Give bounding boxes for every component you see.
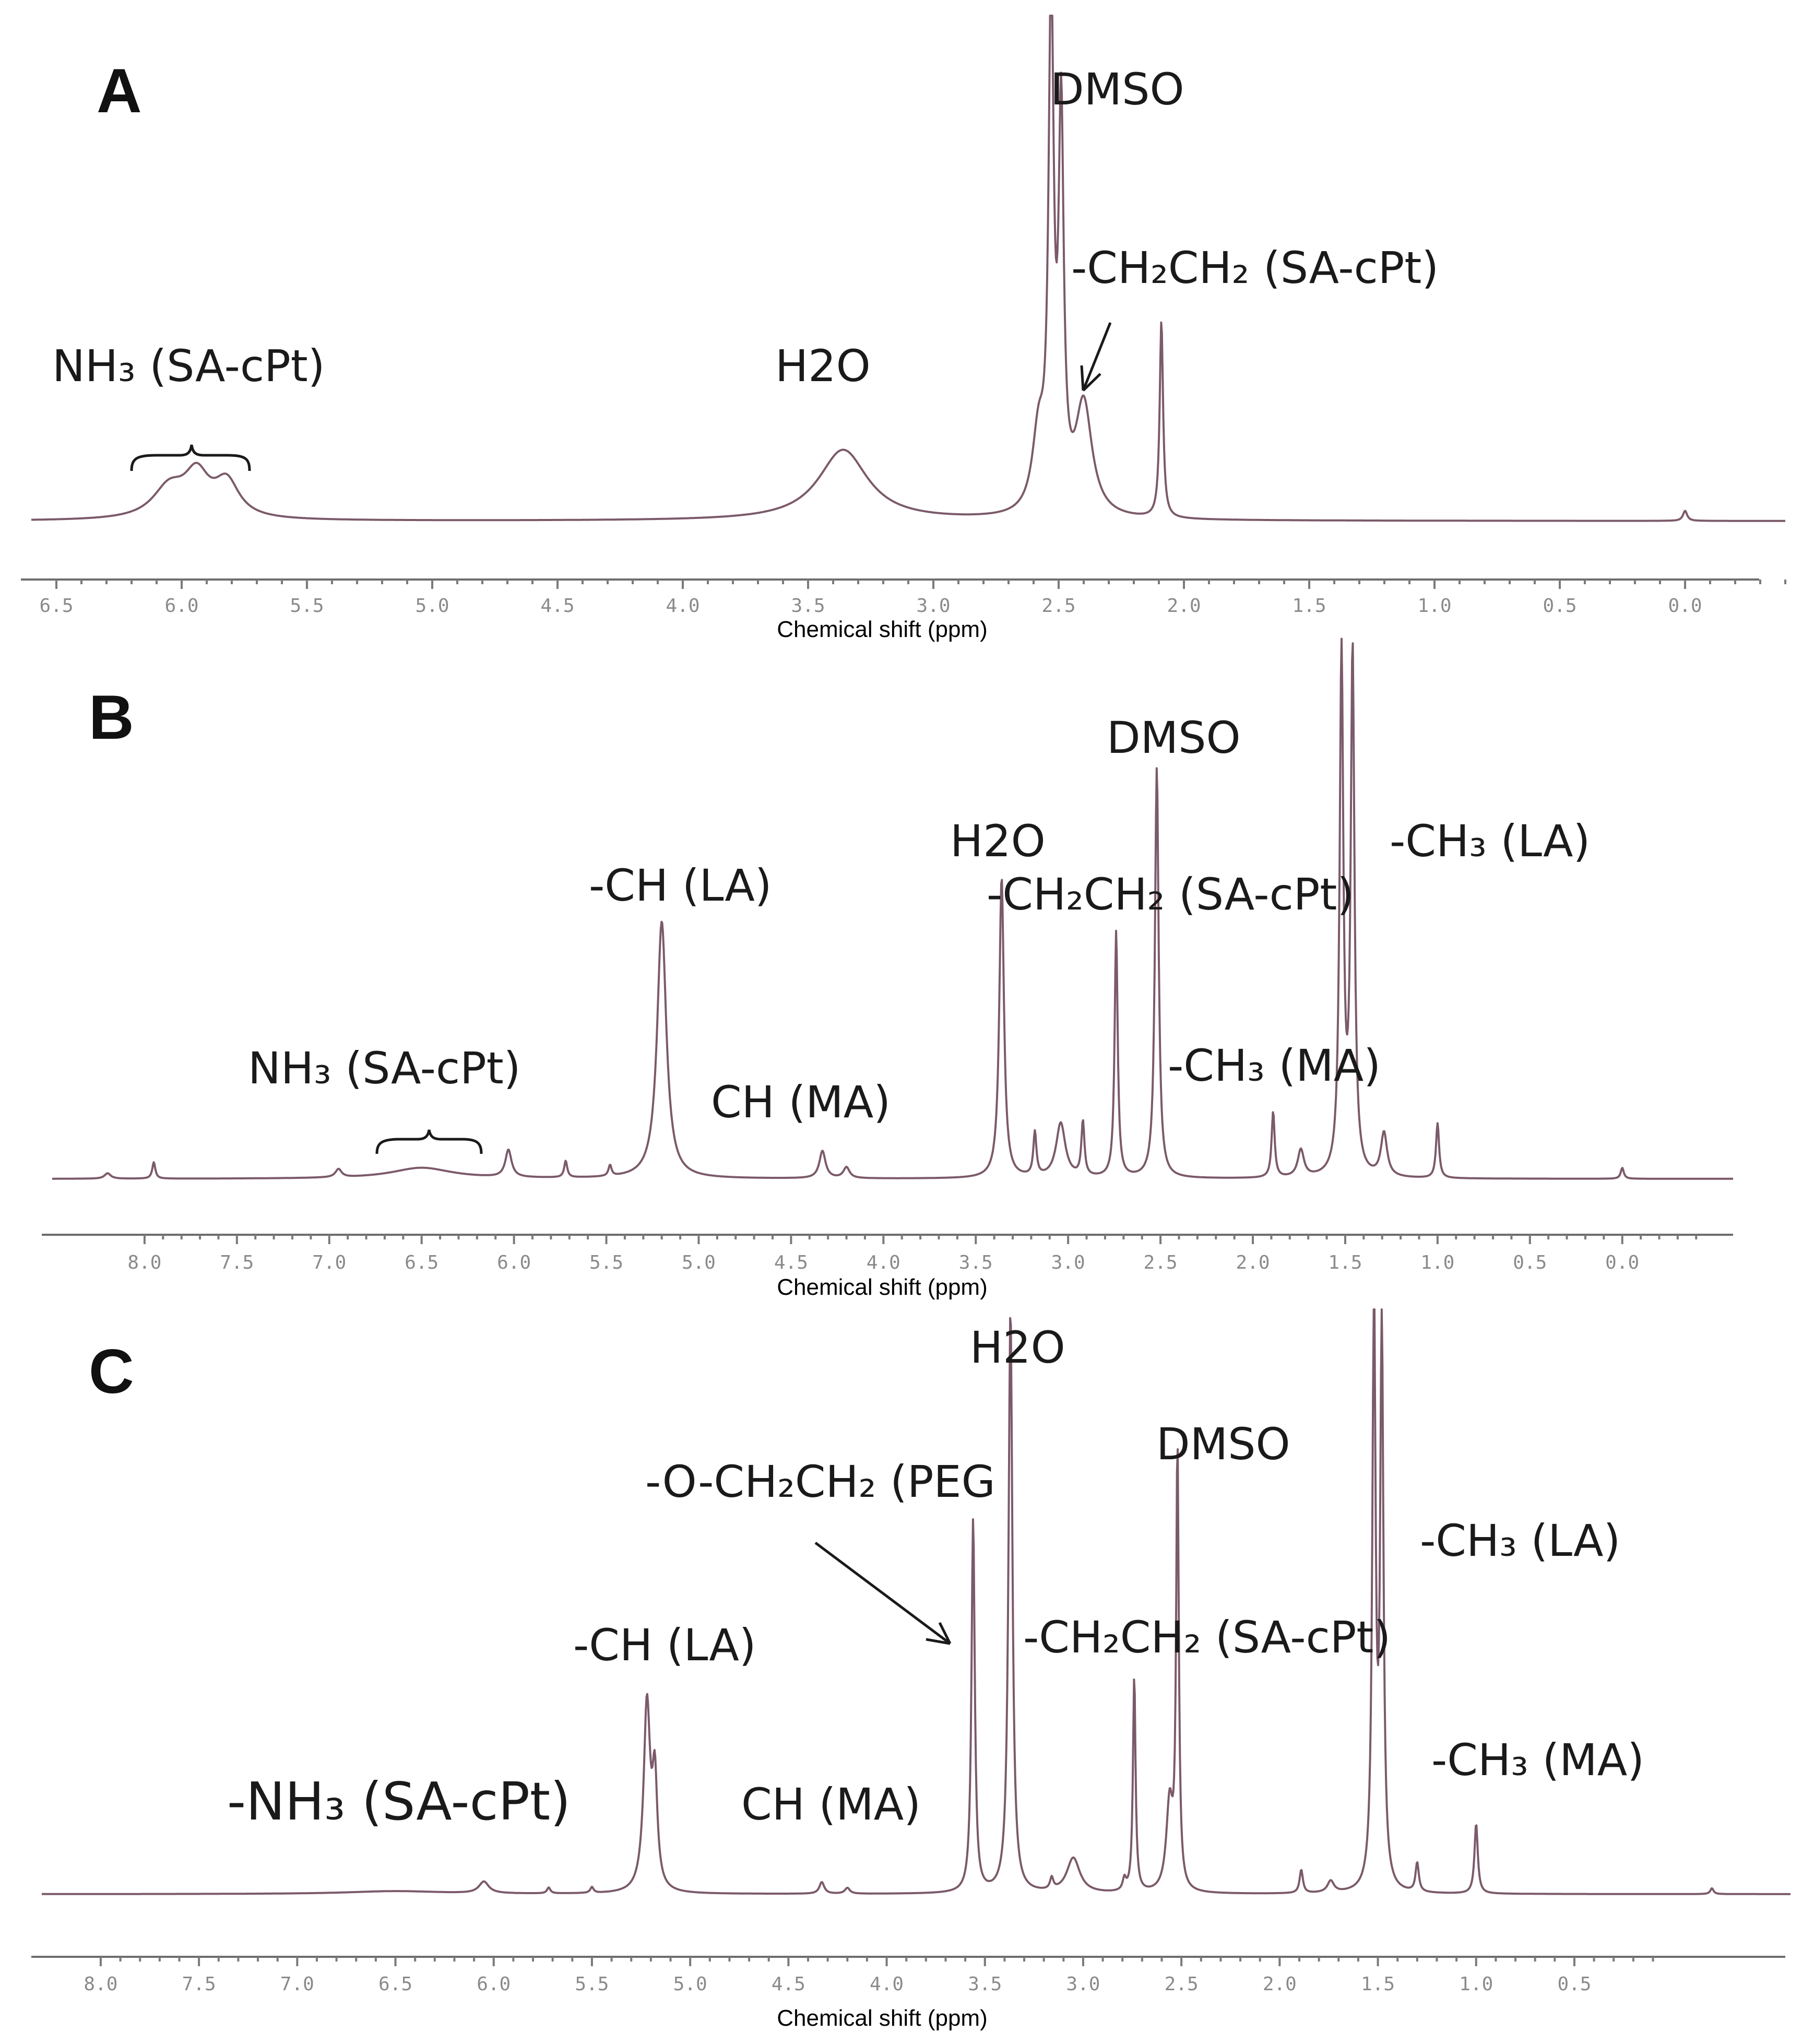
x-tick-label: 6.5 bbox=[39, 595, 73, 617]
x-tick-label: 5.5 bbox=[575, 1974, 609, 1995]
x-tick-label: 6.0 bbox=[477, 1974, 511, 1995]
x-tick-label: 5.5 bbox=[290, 595, 324, 617]
x-tick-label: 0.5 bbox=[1513, 1252, 1547, 1273]
x-tick-label: 4.5 bbox=[772, 1974, 805, 1995]
panel-b-nh3-label: NH₃ (SA-cPt) bbox=[248, 1043, 521, 1094]
x-tick-label: 3.0 bbox=[916, 595, 950, 617]
panel-b-letter: B bbox=[89, 682, 134, 752]
panel-a-x-axis-label: Chemical shift (ppm) bbox=[777, 617, 987, 642]
panel-b-h2o-label: H2O bbox=[950, 816, 1046, 867]
x-tick-label: 1.0 bbox=[1459, 1974, 1493, 1995]
x-tick-label: 0.0 bbox=[1605, 1252, 1639, 1273]
panel-b-ch2ch2-label: -CH₂CH₂ (SA-cPt) bbox=[987, 869, 1354, 920]
panel-b: B 8.0 7.5 7.0 6.5 6.0 5.5 5.0 4.5 4.0 3.5 3.0 2.5 2.… bbox=[42, 637, 1734, 1300]
x-tick-label: 6.5 bbox=[378, 1974, 412, 1995]
x-tick-label: 2.0 bbox=[1263, 1974, 1297, 1995]
panel-c-tick-labels: 8.0 7.5 7.0 6.5 6.0 5.5 5.0 4.5 4.0 3.5 3.0 2.5 2.0 1… bbox=[84, 1974, 1591, 1995]
x-tick-label: 7.5 bbox=[220, 1252, 254, 1273]
x-tick-label: 7.0 bbox=[280, 1974, 314, 1995]
x-tick-label: 1.0 bbox=[1420, 1252, 1454, 1273]
x-tick-label: 3.0 bbox=[1066, 1974, 1100, 1995]
panel-c-letter: C bbox=[89, 1337, 134, 1407]
x-tick-label: 5.0 bbox=[415, 595, 449, 617]
panel-b-dmso-label: DMSO bbox=[1107, 712, 1241, 763]
panel-a-letter: A bbox=[97, 56, 142, 126]
x-tick-label: 6.0 bbox=[164, 595, 198, 617]
x-tick-label: 3.0 bbox=[1051, 1252, 1085, 1273]
panel-b-ch3-ma-label: -CH₃ (MA) bbox=[1168, 1040, 1381, 1091]
panel-b-nh3-brace bbox=[375, 1129, 483, 1154]
panel-c-ch2ch2-label: -CH₂CH₂ (SA-cPt) bbox=[1023, 1612, 1391, 1663]
x-tick-label: 2.5 bbox=[1041, 595, 1075, 617]
panel-a-ch2ch2-label: -CH₂CH₂ (SA-cPt) bbox=[1071, 242, 1439, 293]
panel-c-x-axis-label: Chemical shift (ppm) bbox=[777, 2005, 987, 2031]
x-tick-label: 1.0 bbox=[1417, 595, 1451, 617]
panel-c-ch-la-label: -CH (LA) bbox=[573, 1620, 756, 1671]
panel-c-nh3-label: -NH₃ (SA-cPt) bbox=[227, 1771, 571, 1832]
x-tick-label: 2.0 bbox=[1167, 595, 1201, 617]
panel-b-tick-labels: 8.0 7.5 7.0 6.5 6.0 5.5 5.0 4.5 4.0 3.5 3.0 2.5 2.0 1… bbox=[127, 1252, 1639, 1273]
x-tick-label: 0.0 bbox=[1668, 595, 1702, 617]
panel-c-ch3-ma-label: -CH₃ (MA) bbox=[1431, 1734, 1644, 1786]
panel-c-spectrum-trace bbox=[41, 1308, 1791, 1895]
panel-a-tick-labels: 6.5 6.0 5.5 5.0 4.5 4.0 3.5 3.0 2.5 2.0 1.5 1.0 0.5 0… bbox=[39, 595, 1702, 617]
panel-a: A 6.5 6.0 5.5 5.0 4.5 4.0 3.5 3.0 2.5 2.0 1.5 1.0 0.… bbox=[21, 15, 1786, 642]
x-tick-label: 2.5 bbox=[1165, 1974, 1199, 1995]
x-tick-label: 3.5 bbox=[968, 1974, 1002, 1995]
panel-c-dmso-label: DMSO bbox=[1156, 1419, 1290, 1470]
panel-a-ticks bbox=[55, 580, 1786, 589]
x-tick-label: 2.5 bbox=[1144, 1252, 1178, 1273]
x-tick-label: 1.5 bbox=[1292, 595, 1326, 617]
x-tick-label: 1.5 bbox=[1328, 1252, 1362, 1273]
panel-b-ch-la-label: -CH (LA) bbox=[589, 860, 772, 911]
panel-c-ch-ma-label: CH (MA) bbox=[741, 1779, 921, 1830]
x-tick-label: 2.0 bbox=[1236, 1252, 1270, 1273]
x-tick-label: 4.5 bbox=[774, 1252, 808, 1273]
x-tick-label: 3.5 bbox=[791, 595, 825, 617]
panel-a-dmso-label: DMSO bbox=[1050, 64, 1184, 115]
x-tick-label: 1.5 bbox=[1361, 1974, 1395, 1995]
x-tick-label: 4.0 bbox=[867, 1252, 900, 1273]
panel-a-h2o-label: H2O bbox=[775, 340, 871, 392]
panel-b-ch-ma-label: CH (MA) bbox=[711, 1077, 891, 1128]
x-tick-label: 7.5 bbox=[182, 1974, 216, 1995]
panel-c: C 8.0 7.5 7.0 6.5 6.0 5.5 5.0 4.5 4.0 3.5 3.0 2.5 2.… bbox=[31, 1308, 1791, 2031]
x-tick-label: 8.0 bbox=[127, 1252, 161, 1273]
x-tick-label: 0.5 bbox=[1557, 1974, 1591, 1995]
panel-c-h2o-label: H2O bbox=[970, 1322, 1065, 1373]
panel-c-ch3-la-label: -CH₃ (LA) bbox=[1420, 1515, 1620, 1566]
x-tick-label: 5.0 bbox=[682, 1252, 716, 1273]
x-tick-label: 3.5 bbox=[959, 1252, 993, 1273]
x-tick-label: 5.0 bbox=[673, 1974, 707, 1995]
x-tick-label: 6.0 bbox=[497, 1252, 531, 1273]
panel-b-ch3-la-label: -CH₃ (LA) bbox=[1390, 816, 1590, 867]
x-tick-label: 5.5 bbox=[589, 1252, 623, 1273]
x-tick-label: 4.5 bbox=[540, 595, 574, 617]
x-tick-label: 6.5 bbox=[405, 1252, 438, 1273]
panel-a-nh3-label: NH₃ (SA-cPt) bbox=[52, 340, 325, 392]
panel-a-nh3-brace bbox=[130, 444, 251, 471]
panel-c-ticks bbox=[99, 1957, 1654, 1966]
panel-c-peg-label: -O-CH₂CH₂ (PEG bbox=[645, 1456, 995, 1507]
panel-a-arrow bbox=[1080, 322, 1112, 392]
x-tick-label: 4.0 bbox=[666, 595, 700, 617]
x-tick-label: 4.0 bbox=[870, 1974, 904, 1995]
panel-b-x-axis-label: Chemical shift (ppm) bbox=[777, 1274, 987, 1300]
panel-b-spectrum-trace bbox=[52, 637, 1734, 1180]
panel-b-ticks bbox=[143, 1235, 1698, 1244]
panel-c-peg-arrow bbox=[814, 1541, 952, 1645]
x-tick-label: 8.0 bbox=[84, 1974, 117, 1995]
x-tick-label: 7.0 bbox=[312, 1252, 346, 1273]
x-tick-label: 0.5 bbox=[1543, 595, 1576, 617]
panel-a-spectrum-trace bbox=[31, 15, 1786, 522]
